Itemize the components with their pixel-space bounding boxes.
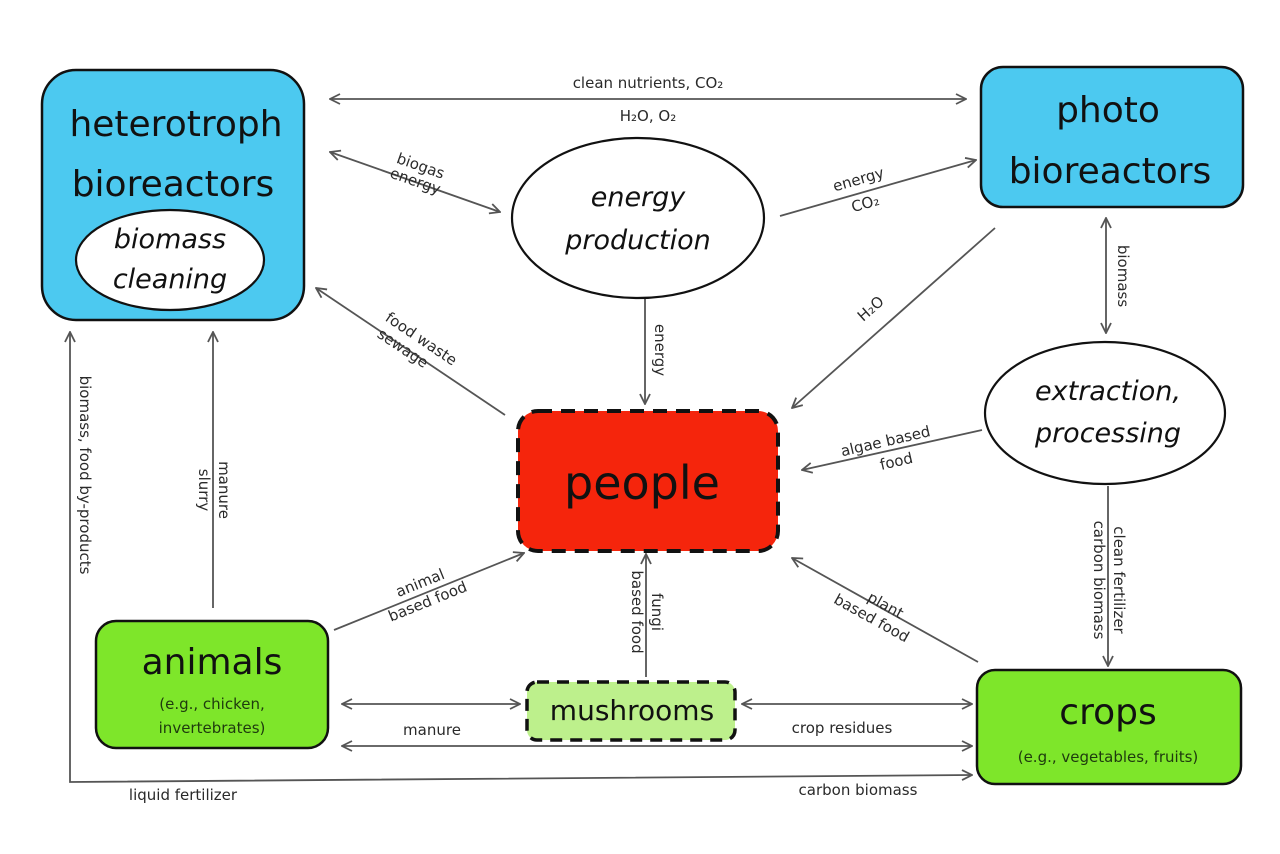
node-animals-sub1: (e.g., chicken, <box>159 695 265 713</box>
node-heterotroph-line1: heterotroph <box>69 104 282 145</box>
node-people-label: people <box>564 456 720 510</box>
edge-label-fungi-based-food: based food <box>628 570 646 653</box>
node-mushrooms-label: mushrooms <box>550 694 714 727</box>
edge-label-clean-nutrients: clean nutrients, CO₂ <box>573 74 724 92</box>
edge-label-crop-residues: crop residues <box>792 719 893 737</box>
node-heterotroph-line2: bioreactors <box>72 164 275 205</box>
node-extraction-line2: processing <box>1034 418 1181 449</box>
edge-biogas-energy <box>330 152 500 212</box>
node-mushrooms: mushrooms <box>525 680 737 742</box>
node-extraction-processing: extraction, processing <box>983 340 1227 486</box>
edge-label-biomass: biomass <box>1114 245 1132 307</box>
edge-label-biomass-byproducts: biomass, food by-products <box>76 376 94 575</box>
edge-label-manure: manure <box>403 721 461 739</box>
edge-label-h2o-o2: H₂O, O₂ <box>620 107 676 125</box>
edge-label-carbon-biomass: carbon biomass <box>799 781 918 799</box>
edge-label-fungi: fungi <box>648 593 666 631</box>
node-energy-line1: energy <box>591 182 687 213</box>
node-crops: crops (e.g., vegetables, fruits) <box>975 668 1243 786</box>
edge-label-clean-fertilizer: clean fertilizer <box>1110 526 1128 634</box>
node-energy-line2: production <box>564 225 711 256</box>
edge-label-carbon-biomass-vertical: carbon biomass <box>1090 521 1108 640</box>
edge-label-h2o: H₂O <box>854 292 888 325</box>
edge-label-slurry: slurry <box>195 469 213 512</box>
edge-label-energy-down: energy <box>651 324 669 376</box>
node-biomass-cleaning: biomass cleaning <box>74 208 266 312</box>
node-photo-bioreactors: photo bioreactors <box>979 65 1245 209</box>
edge-label-liquid-fertilizer: liquid fertilizer <box>129 786 238 804</box>
node-biomass-cleaning-line2: cleaning <box>113 264 227 295</box>
edge-h2o <box>792 227 996 408</box>
node-energy-production: energy production <box>510 136 766 300</box>
edge-crops-to-heterotroph-loop <box>70 332 972 783</box>
node-people: people <box>516 409 780 553</box>
edge-energy-co2 <box>779 160 976 217</box>
node-animals-sub2: invertebrates) <box>159 719 266 737</box>
node-biomass-cleaning-line1: biomass <box>114 224 226 255</box>
node-animals-label: animals <box>142 642 283 683</box>
node-photo-line1: photo <box>1056 90 1160 131</box>
node-photo-line2: bioreactors <box>1009 151 1212 192</box>
node-crops-sub1: (e.g., vegetables, fruits) <box>1018 748 1199 766</box>
edge-label-manure-vertical: manure <box>215 461 233 519</box>
edge-animal-food <box>333 553 524 631</box>
edge-label-energy-to-photo: energy <box>831 164 886 196</box>
node-extraction-line1: extraction, <box>1035 376 1181 407</box>
node-animals: animals (e.g., chicken, invertebrates) <box>94 619 330 750</box>
edge-plant-food <box>792 558 979 663</box>
node-crops-label: crops <box>1059 692 1156 733</box>
node-heterotroph-bioreactors: heterotroph bioreactors biomass cleaning <box>40 68 306 322</box>
